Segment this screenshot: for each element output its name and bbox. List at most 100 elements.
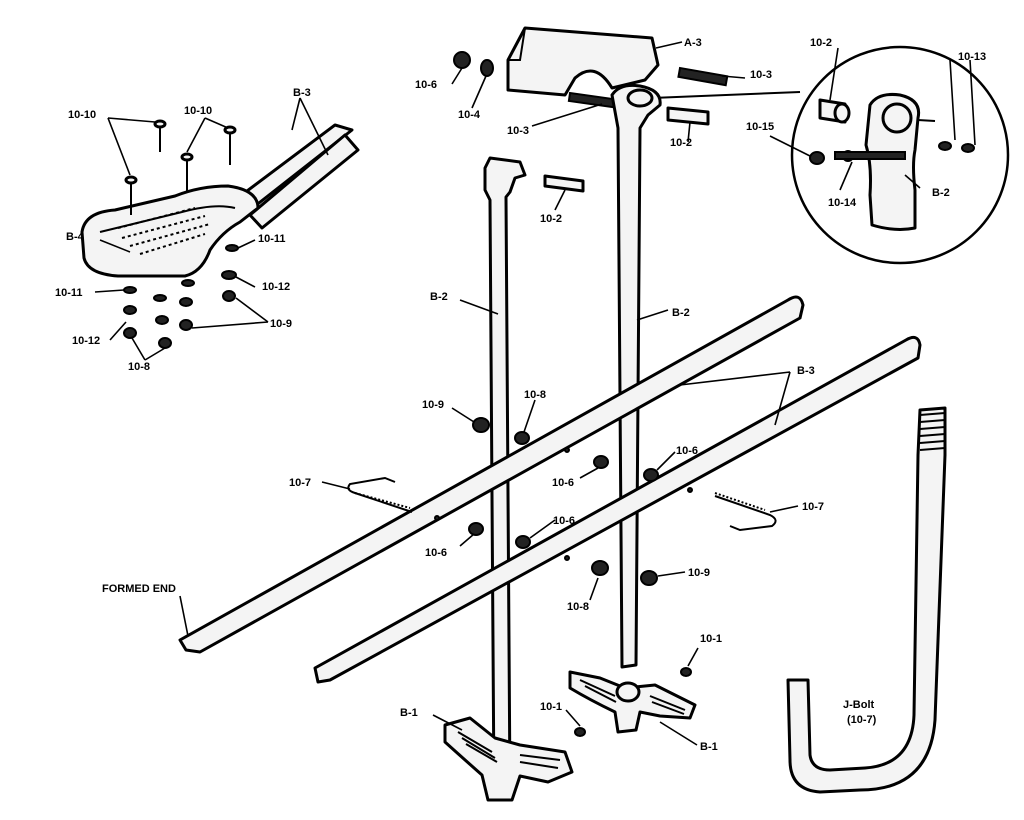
carriage-bolt-4 (223, 125, 237, 165)
j-bolt-detail (786, 406, 947, 794)
washer-106-upper-mid (593, 455, 609, 469)
pivot-bracket-edge (508, 27, 526, 61)
label-b4: B-4 (66, 231, 85, 243)
label-10-12-left: 10-12 (72, 335, 100, 347)
label-10-10-b: 10-10 (184, 105, 212, 117)
label-10-11-right: 10-11 (258, 233, 286, 245)
washer-106-lower-mid (515, 535, 531, 549)
label-10-7-right: 10-7 (802, 501, 824, 513)
upright-b2-right (610, 83, 662, 669)
screw-101-left (574, 727, 586, 737)
seat-assembly (80, 119, 360, 349)
lockwasher-104 (480, 59, 494, 77)
detail-nut-1013a (938, 141, 952, 151)
j-bolt-right (714, 492, 777, 532)
j-bolt-left-thread (354, 492, 411, 509)
carriage-bolt-3 (180, 152, 194, 192)
label-10-3-right: 10-3 (750, 69, 772, 81)
upright-right-top-eye (626, 88, 654, 108)
label-10-9-seat: 10-9 (270, 318, 292, 330)
detail-nut-1013b (961, 143, 975, 153)
leader-lines (94, 41, 976, 746)
bushing-102-left (543, 174, 585, 193)
washer-106-lower-left (468, 522, 484, 536)
nut-106-top (453, 51, 471, 69)
detail-bushing-end (833, 102, 851, 124)
label-10-6-top: 10-6 (415, 79, 437, 91)
label-10-8-seat: 10-8 (128, 361, 150, 373)
label-b2-detail: B-2 (932, 187, 950, 199)
right-upright (610, 83, 662, 669)
lockwasher-1012-left (123, 305, 137, 315)
lockwasher-108-lower (591, 560, 609, 576)
label-b3-seat: B-3 (293, 87, 311, 99)
label-b2-left: B-2 (430, 291, 448, 303)
seat-texture (117, 207, 211, 255)
label-b3-legs: B-3 (797, 365, 815, 377)
hole-2 (564, 447, 570, 453)
detail-circle (790, 45, 1010, 265)
left-pedal (443, 716, 574, 802)
label-10-1-left: 10-1 (540, 701, 562, 713)
label-10-14: 10-14 (828, 197, 857, 209)
label-10-2-top: 10-2 (670, 137, 692, 149)
carriage-bolt-1 (124, 175, 138, 215)
hole-4 (687, 487, 693, 493)
detail-nut-1015 (809, 151, 825, 165)
nut-109-left (123, 327, 137, 339)
washer-1011-left (123, 286, 137, 294)
label-10-11-left: 10-11 (55, 287, 83, 299)
lockwasher-1012-midleft (155, 315, 169, 325)
label-b1-left: B-1 (400, 707, 418, 719)
seat (80, 184, 260, 278)
bolt-103-right (677, 66, 729, 87)
leg-tube-b3-front (313, 335, 922, 684)
label-10-6-lower-left: 10-6 (425, 547, 447, 559)
pedal-b1-left (443, 716, 574, 802)
label-10-1-right: 10-1 (700, 633, 722, 645)
label-10-2-detail: 10-2 (810, 37, 832, 49)
label-10-3-left: 10-3 (507, 125, 529, 137)
washer-1011-mid (181, 279, 195, 287)
label-10-2-left: 10-2 (540, 213, 562, 225)
right-pedal (568, 667, 697, 737)
carriage-bolt-2 (153, 119, 167, 152)
label-10-6-upper-mid: 10-6 (552, 477, 574, 489)
detail-axis (917, 119, 936, 122)
label-a3: A-3 (684, 37, 702, 49)
label-10-6-upper-right: 10-6 (676, 445, 698, 457)
pivot-bracket-a3 (506, 26, 660, 97)
label-10-8-upper: 10-8 (524, 389, 546, 401)
detail-tube-eye (881, 102, 913, 134)
pedal-right-hub (615, 681, 641, 703)
label-b2-right: B-2 (672, 307, 690, 319)
washer-1011-right (225, 244, 239, 252)
lockwasher-1012-mid (179, 297, 193, 307)
bushing-102-top (666, 106, 710, 126)
screw-101-right (680, 667, 692, 677)
nut-109-mid (179, 319, 193, 331)
label-10-4: 10-4 (458, 109, 481, 121)
j-bolt-large (786, 406, 947, 794)
callout-labels: 10-10 10-10 B-3 B-4 10-11 10-11 10-12 10… (55, 37, 986, 753)
washer-106-upper-right (643, 468, 659, 482)
j-bolt-large-thread (919, 412, 946, 451)
nut-109-upper-left (472, 417, 490, 433)
label-j-bolt: J-Bolt (843, 699, 875, 711)
detail-bolt (834, 151, 906, 160)
lockwasher-1012-right (221, 270, 237, 280)
hole-1 (434, 515, 440, 521)
nut-109-right (222, 290, 236, 302)
lockwasher-108-upper (514, 431, 530, 445)
label-10-15: 10-15 (746, 121, 774, 133)
label-10-6-lower-mid: 10-6 (553, 515, 575, 527)
leg-tube-b3-rear (178, 295, 805, 654)
j-bolt-right-shape (714, 495, 777, 532)
label-formed-end: FORMED END (102, 583, 176, 595)
label-10-8-lower: 10-8 (567, 601, 589, 613)
label-10-9-upper: 10-9 (422, 399, 444, 411)
j-bolt-left (347, 476, 413, 513)
label-10-13: 10-13 (958, 51, 986, 63)
nut-109-midleft (158, 337, 172, 349)
